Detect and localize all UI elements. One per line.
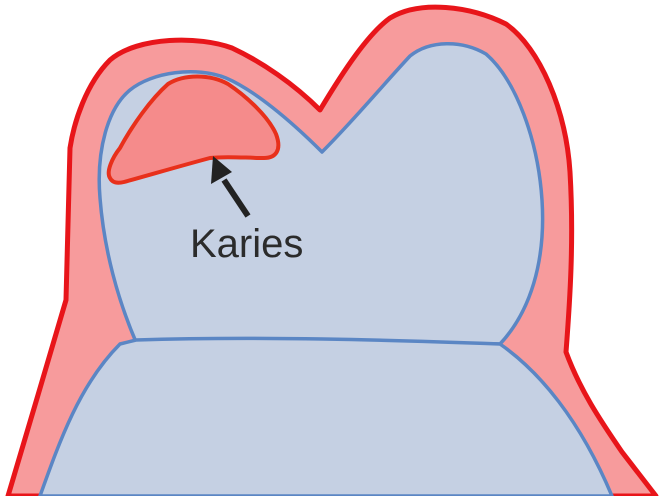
caries-label: Karies <box>190 216 303 272</box>
